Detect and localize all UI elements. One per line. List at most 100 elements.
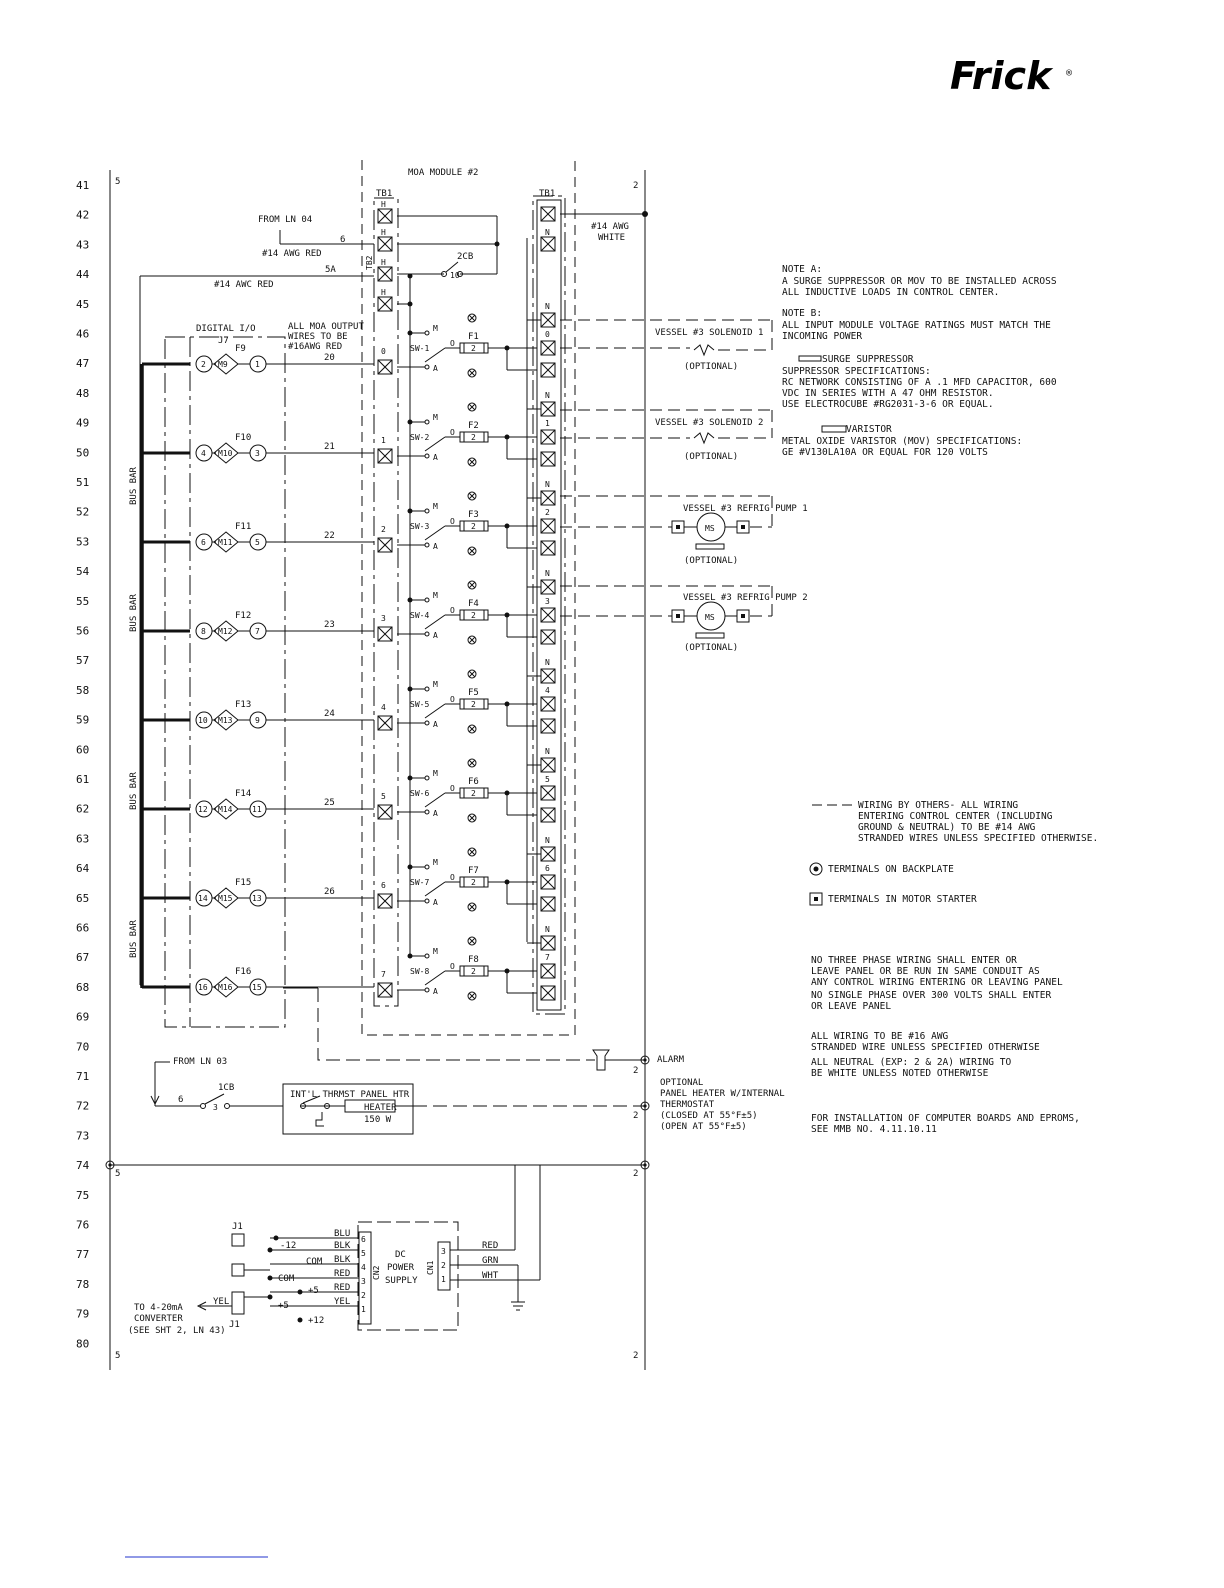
line-number: 54 bbox=[76, 565, 90, 578]
io-right-label: 5 bbox=[255, 538, 260, 547]
surge-1: SUPPRESSOR SPECIFICATIONS: bbox=[782, 366, 931, 377]
varistor-2: GE #V130LA10A OR EQUAL FOR 120 VOLTS bbox=[782, 447, 988, 458]
awg16-2: STRANDED WIRE UNLESS SPECIFIED OTHERWISE bbox=[811, 1042, 1040, 1053]
minus12-label: -12 bbox=[280, 1241, 296, 1251]
tb2-slot-label: 2 bbox=[381, 525, 386, 534]
tb1-neutral-terminal-x bbox=[540, 312, 556, 328]
surge-2: RC NETWORK CONSISTING OF A .1 MFD CAPACI… bbox=[782, 377, 1057, 388]
io-left-label: 6 bbox=[201, 538, 206, 547]
solenoid-1-coil bbox=[693, 344, 715, 357]
switch-blade bbox=[424, 881, 446, 897]
indicator-lamp-bottom bbox=[467, 546, 477, 556]
tb2-slot-terminal bbox=[377, 804, 393, 820]
pump-2-suppressor bbox=[695, 632, 725, 639]
tb1-aux-terminal-x bbox=[540, 362, 556, 378]
pump-2-ms: MS bbox=[705, 613, 715, 622]
line-number: 47 bbox=[76, 357, 89, 370]
fuse-number: 2 bbox=[471, 878, 476, 887]
in-color-6: YEL bbox=[334, 1297, 350, 1307]
tb1-output-terminal bbox=[540, 696, 556, 712]
tb2-h-terminal bbox=[377, 208, 393, 224]
alarm-terminal-dot bbox=[643, 1058, 647, 1062]
optional-label-2: (OPTIONAL) bbox=[684, 452, 738, 462]
fuse-number: 2 bbox=[471, 789, 476, 798]
junction-dot bbox=[407, 301, 413, 307]
switch-label: SW-8 bbox=[410, 967, 429, 976]
tb2-slot-label: 4 bbox=[381, 703, 386, 712]
heater-desc-1: OPTIONAL bbox=[660, 1078, 703, 1088]
tb2-slot-label: 5 bbox=[381, 792, 386, 801]
line-number: 57 bbox=[76, 654, 89, 667]
line-number: 45 bbox=[76, 298, 89, 311]
optional-label-3: (OPTIONAL) bbox=[684, 556, 738, 566]
line-number: 73 bbox=[76, 1129, 89, 1142]
io-right-label: 11 bbox=[252, 805, 262, 814]
cn1-pin: 3 bbox=[441, 1247, 446, 1256]
converter-3: (SEE SHT 2, LN 43) bbox=[128, 1326, 226, 1336]
fuse-label: F4 bbox=[468, 599, 479, 609]
line-number: 71 bbox=[76, 1070, 89, 1083]
heater-arrow bbox=[150, 1095, 160, 1106]
h-label: H bbox=[381, 228, 386, 237]
io-module-diamond bbox=[213, 353, 239, 375]
fuse-label: F3 bbox=[468, 510, 479, 520]
j1-label-bottom: J1 bbox=[229, 1320, 240, 1330]
motor-starter-terminal-icon bbox=[814, 897, 818, 901]
varistor-title: VARISTOR bbox=[846, 424, 892, 435]
output-wire-number: 22 bbox=[324, 531, 335, 541]
fuse-label: F8 bbox=[468, 955, 479, 965]
switch-a-label: A bbox=[433, 542, 438, 551]
switch-a-label: A bbox=[433, 364, 438, 373]
heater-label: HEATER bbox=[364, 1103, 397, 1113]
single-phase-1: NO SINGLE PHASE OVER 300 VOLTS SHALL ENT… bbox=[811, 990, 1051, 1001]
io-module-diamond bbox=[213, 531, 239, 553]
lamp-x bbox=[468, 670, 476, 678]
bus-bar-label-4: BUS BAR bbox=[129, 919, 139, 958]
rail-label-left-top: 5 bbox=[115, 177, 120, 187]
backplate-legend: TERMINALS ON BACKPLATE bbox=[828, 864, 954, 875]
line-number: 44 bbox=[76, 268, 90, 281]
switch-label: SW-5 bbox=[410, 700, 429, 709]
h-label: H bbox=[381, 258, 386, 267]
switch-o-label: O bbox=[450, 428, 455, 437]
switch-label: SW-4 bbox=[410, 611, 429, 620]
tb1-terminal-x bbox=[540, 206, 556, 222]
from-ln03-label: FROM LN 03 bbox=[173, 1057, 227, 1067]
tb2-h-terminal bbox=[377, 266, 393, 282]
yel-label: YEL bbox=[213, 1297, 229, 1307]
neutral-2: BE WHITE UNLESS NOTED OTHERWISE bbox=[811, 1068, 989, 1079]
switch-contact-a bbox=[424, 631, 430, 637]
tb2-slot-label: 3 bbox=[381, 614, 386, 623]
io-right-label: 13 bbox=[252, 894, 262, 903]
switch-o-label: O bbox=[450, 339, 455, 348]
io-module-label: M13 bbox=[218, 716, 233, 725]
j1-label-top: J1 bbox=[232, 1222, 243, 1232]
indicator-lamp-bottom bbox=[467, 991, 477, 1001]
switch-label: SW-3 bbox=[410, 522, 429, 531]
switch-o-label: O bbox=[450, 517, 455, 526]
tb1-output-label: 6 bbox=[545, 864, 550, 873]
rail-label-heater: 2 bbox=[633, 1111, 638, 1121]
switch-m-label: M bbox=[433, 591, 438, 600]
tb2-slot-terminal bbox=[377, 537, 393, 553]
pump-1-ms: MS bbox=[705, 524, 715, 533]
moa-note-2: WIRES TO BE bbox=[288, 332, 348, 342]
2cb-label: 2CB bbox=[457, 252, 473, 262]
cn2-pin: 5 bbox=[361, 1249, 366, 1258]
line-number: 69 bbox=[76, 1011, 89, 1024]
tb1-aux-terminal bbox=[540, 540, 556, 556]
surge-suppressor-icon bbox=[798, 355, 822, 362]
line-number: 78 bbox=[76, 1278, 89, 1291]
solenoid-1-label: VESSEL #3 SOLENOID 1 bbox=[655, 328, 763, 338]
line-number: 68 bbox=[76, 981, 89, 994]
fuse-label: F2 bbox=[468, 421, 479, 431]
tb1-output-terminal-x bbox=[540, 340, 556, 356]
tb1-left-label: TB1 bbox=[376, 189, 392, 199]
dc-title-1: DC bbox=[395, 1250, 406, 1260]
solenoid-2-label: VESSEL #3 SOLENOID 2 bbox=[655, 418, 763, 428]
alarm-terminal bbox=[640, 1055, 650, 1065]
motor-starter-legend: TERMINALS IN MOTOR STARTER bbox=[828, 894, 977, 905]
thermostat-contact bbox=[300, 1103, 306, 1109]
backplate-terminal-icon bbox=[813, 866, 819, 872]
